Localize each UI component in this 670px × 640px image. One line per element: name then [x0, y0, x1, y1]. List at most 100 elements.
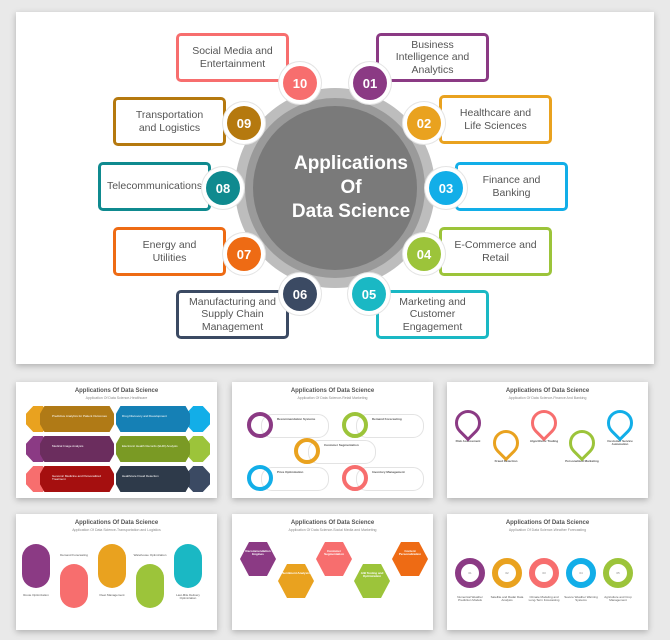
thumbnail-arch [22, 544, 50, 588]
application-box-08: Telecommunications [98, 162, 211, 211]
thumbnail-item-label: Customer Segmentation [324, 443, 359, 447]
thumbnail-item-label: Warehouse Optimization [133, 553, 167, 557]
application-label: Marketing and Customer Engagement [399, 295, 466, 333]
thumbnail-item-label: Severe Weather Warning Systems [564, 595, 598, 603]
thumbnail-ring [294, 438, 320, 464]
thumbnail-banner [40, 436, 114, 462]
application-box-01: Business Intelligence and Analytics [376, 33, 489, 82]
number-badge: 01 [353, 66, 387, 100]
thumbnail-item-label: Fraud Detection [494, 459, 518, 463]
thumbnail-arch [136, 564, 164, 608]
thumbnail-subtitle: Application Of Data Science-Finance And … [508, 396, 587, 400]
thumbnail-subtitle: Application Of Data Science-Weather Fore… [508, 528, 587, 532]
application-label: E-Commerce and Retail [454, 238, 537, 264]
thumbnail-ring: 02 [492, 558, 522, 588]
number-badge: 09 [227, 106, 261, 140]
thumbnail-item-label: Fleet Management [99, 593, 125, 597]
thumbnail-icon-octagon [186, 436, 210, 462]
title-line: Of [340, 176, 362, 198]
thumbnail-item-label: Electronic Health Records (EHR) Analysis [122, 444, 178, 448]
thumbnail-pin [525, 404, 563, 442]
application-label: Manufacturing and Supply Chain Managemen… [189, 295, 276, 333]
thumbnail-banner [40, 406, 114, 432]
application-box-10: Social Media and Entertainment [176, 33, 289, 82]
thumbnail-pin [487, 424, 525, 462]
thumbnail-pin [449, 404, 487, 442]
application-label: Telecommunications [106, 180, 203, 193]
thumbnail-arch [60, 564, 88, 608]
thumbnail-pin [601, 404, 639, 442]
thumbnail-item-label: A/B Testing and Optimization [360, 571, 384, 579]
application-box-02: Healthcare and Life Sciences [439, 95, 552, 144]
thumbnail-title: Applications Of Data Science [505, 520, 590, 526]
main-slide-preview[interactable]: Applications Of Data Science Business In… [16, 12, 654, 364]
application-box-03: Finance and Banking [455, 162, 568, 211]
thumbnail-title: Applications Of Data Science [290, 520, 375, 526]
title-line: Applications [293, 153, 408, 174]
application-box-05: Marketing and Customer Engagement [376, 290, 489, 339]
thumbnail-item-label: Last-Mile Delivery Optimization [176, 593, 200, 601]
thumbnail-hexagon [392, 542, 428, 576]
thumbnail-item-label: Demand Forecasting [60, 553, 88, 557]
number-badge: 07 [227, 237, 261, 271]
thumbnail-ring [247, 412, 273, 438]
thumbnail-item-label: Recommendation Engines [245, 549, 271, 557]
thumbnail-banner [116, 466, 190, 492]
thumbnail-title: Applications Of Data Science [505, 388, 590, 394]
thumbnail-title: Applications Of Data Science [74, 388, 159, 394]
thumbnail-icon-octagon [186, 406, 210, 432]
title-line: Data Science [291, 200, 411, 222]
thumbnail-subtitle: Application Of Data Science-Transportati… [72, 528, 161, 532]
thumbnail-hexagon [316, 542, 352, 576]
application-label: Business Intelligence and Analytics [395, 38, 470, 76]
thumbnail-item-label: Recommendation Systems [277, 417, 316, 421]
application-label: Finance and Banking [482, 173, 541, 199]
thumbnail-ring [247, 465, 273, 491]
thumbnail-subtitle: Application Of Data Science-Social Media… [288, 528, 377, 532]
thumbnail-banner [116, 436, 190, 462]
number-badge: 08 [206, 171, 240, 205]
application-box-04: E-Commerce and Retail [439, 227, 552, 276]
thumbnail-item-label: Content Personalization [398, 549, 422, 557]
thumbnail-ring: 03 [529, 558, 559, 588]
thumbnail-item-label: Healthcare Fraud Detection [122, 474, 159, 478]
thumbnail-pin [563, 424, 601, 462]
thumbnail-subtitle: Application Of Data Science-Healthcare [85, 396, 148, 400]
thumbnail-subtitle: Application Of Data Science-Retail Marke… [297, 396, 368, 400]
thumbnail-item-label: Risk Assessment [455, 439, 481, 443]
thumbnail-item-label: Medical Image Analysis [52, 444, 84, 448]
thumbnail-hexagon [278, 564, 314, 598]
thumbnail-hexagon [354, 564, 390, 598]
thumbnail-item-label: Price Optimization [277, 470, 304, 474]
application-label: Energy and Utilities [142, 238, 197, 264]
thumbnail-item-label: Route Optimization [23, 593, 49, 597]
thumbnail-item-label: Climate Modeling and Long-Term Forecasti… [528, 595, 560, 603]
application-box-09: Transportation and Logistics [113, 97, 226, 146]
application-box-07: Energy and Utilities [113, 227, 226, 276]
application-label: Transportation and Logistics [135, 108, 204, 134]
thumbnail-item-label: Numerical Weather Prediction Models [457, 595, 483, 603]
thumbnail-ring [342, 412, 368, 438]
thumbnail-banner [40, 466, 114, 492]
thumbnail-title: Applications Of Data Science [74, 520, 159, 526]
number-badge: 04 [407, 237, 441, 271]
number-badge: 03 [429, 171, 463, 205]
thumbnail-item-label: Personalized Marketing [565, 459, 599, 463]
thumbnail-item-label: Customer Segmentation [324, 549, 344, 557]
thumbnail-item-label: Drug Discovery and Development [122, 414, 167, 418]
thumbnail-title: Applications Of Data Science [290, 388, 375, 394]
application-box-06: Manufacturing and Supply Chain Managemen… [176, 290, 289, 339]
center-title: Applications Of Data Science [251, 152, 451, 223]
thumbnail-item-label: Sentiment Analysis [282, 571, 310, 575]
thumbnail-ring: 01 [455, 558, 485, 588]
center-circle [253, 106, 417, 270]
application-label: Social Media and Entertainment [192, 44, 273, 70]
thumbnail-hexagon [240, 542, 276, 576]
thumbnail-banner [116, 406, 190, 432]
